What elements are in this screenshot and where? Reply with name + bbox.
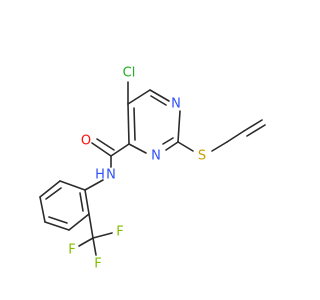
bond-ch-ch2 bbox=[243, 119, 263, 132]
chlorine-atom-label: Cl bbox=[123, 66, 136, 81]
amide-nitrogen-label: N bbox=[106, 168, 116, 183]
sulfur-atom-label: S bbox=[198, 149, 206, 164]
bond-nh-aryl bbox=[84, 179, 104, 191]
molecule-structure-diagram: Cl N N S O N H F F F bbox=[39, 66, 266, 272]
bond-ar4-ar5-double bbox=[48, 216, 68, 224]
fluorine-bottom-label: F bbox=[94, 257, 101, 272]
bond-ar4-ar5 bbox=[44, 221, 70, 231]
bond-cf3-f-bottom bbox=[92, 237, 97, 256]
bond-c5-c6 bbox=[127, 89, 151, 105]
bond-ar6-cf3 bbox=[88, 213, 94, 239]
bond-c6-n1-double bbox=[150, 95, 167, 106]
bond-s-ch2 bbox=[211, 141, 228, 152]
bond-n1-c2 bbox=[177, 110, 181, 143]
atom-label-layer: Cl N N S O N H F F F bbox=[68, 66, 206, 272]
ring-nitrogen-bottom-label: N bbox=[151, 149, 161, 164]
bond-c4-c5-double bbox=[133, 107, 136, 141]
bond-c2-n3 bbox=[165, 141, 179, 151]
bond-ar2-ar3-double bbox=[45, 187, 62, 200]
bond-c2-s bbox=[177, 141, 194, 152]
bond-ar1-ar2 bbox=[59, 180, 86, 191]
carbonyl-oxygen-label: O bbox=[81, 134, 91, 149]
bond-c4-c5 bbox=[127, 103, 130, 145]
fluorine-right-label: F bbox=[116, 225, 123, 240]
amide-hydrogen-label: H bbox=[95, 168, 105, 183]
fluorine-left-label: F bbox=[68, 243, 75, 258]
bond-ar5-ar6 bbox=[68, 213, 90, 231]
bond-ar6-ar1-double bbox=[79, 192, 84, 212]
bond-ar6-ar1 bbox=[84, 189, 90, 215]
bond-ar3-ar4 bbox=[39, 196, 46, 223]
bond-c6-n1 bbox=[149, 89, 170, 102]
bond-c4-carbonyl bbox=[110, 143, 130, 157]
bond-layer bbox=[39, 81, 266, 256]
ring-nitrogen-top-label: N bbox=[171, 97, 181, 112]
bond-carbonyl-o-double bbox=[96, 138, 115, 151]
bond-cf3-f-right bbox=[92, 232, 113, 239]
bond-ch2-ch bbox=[226, 130, 245, 143]
bond-n3-c4 bbox=[128, 143, 147, 154]
bond-ch-ch2-double bbox=[246, 124, 266, 137]
bond-c2-n3-double bbox=[162, 137, 174, 145]
bond-cf3-f-left bbox=[78, 237, 94, 247]
bond-carbonyl-o bbox=[91, 142, 112, 157]
bond-ar2-ar3 bbox=[39, 180, 61, 198]
